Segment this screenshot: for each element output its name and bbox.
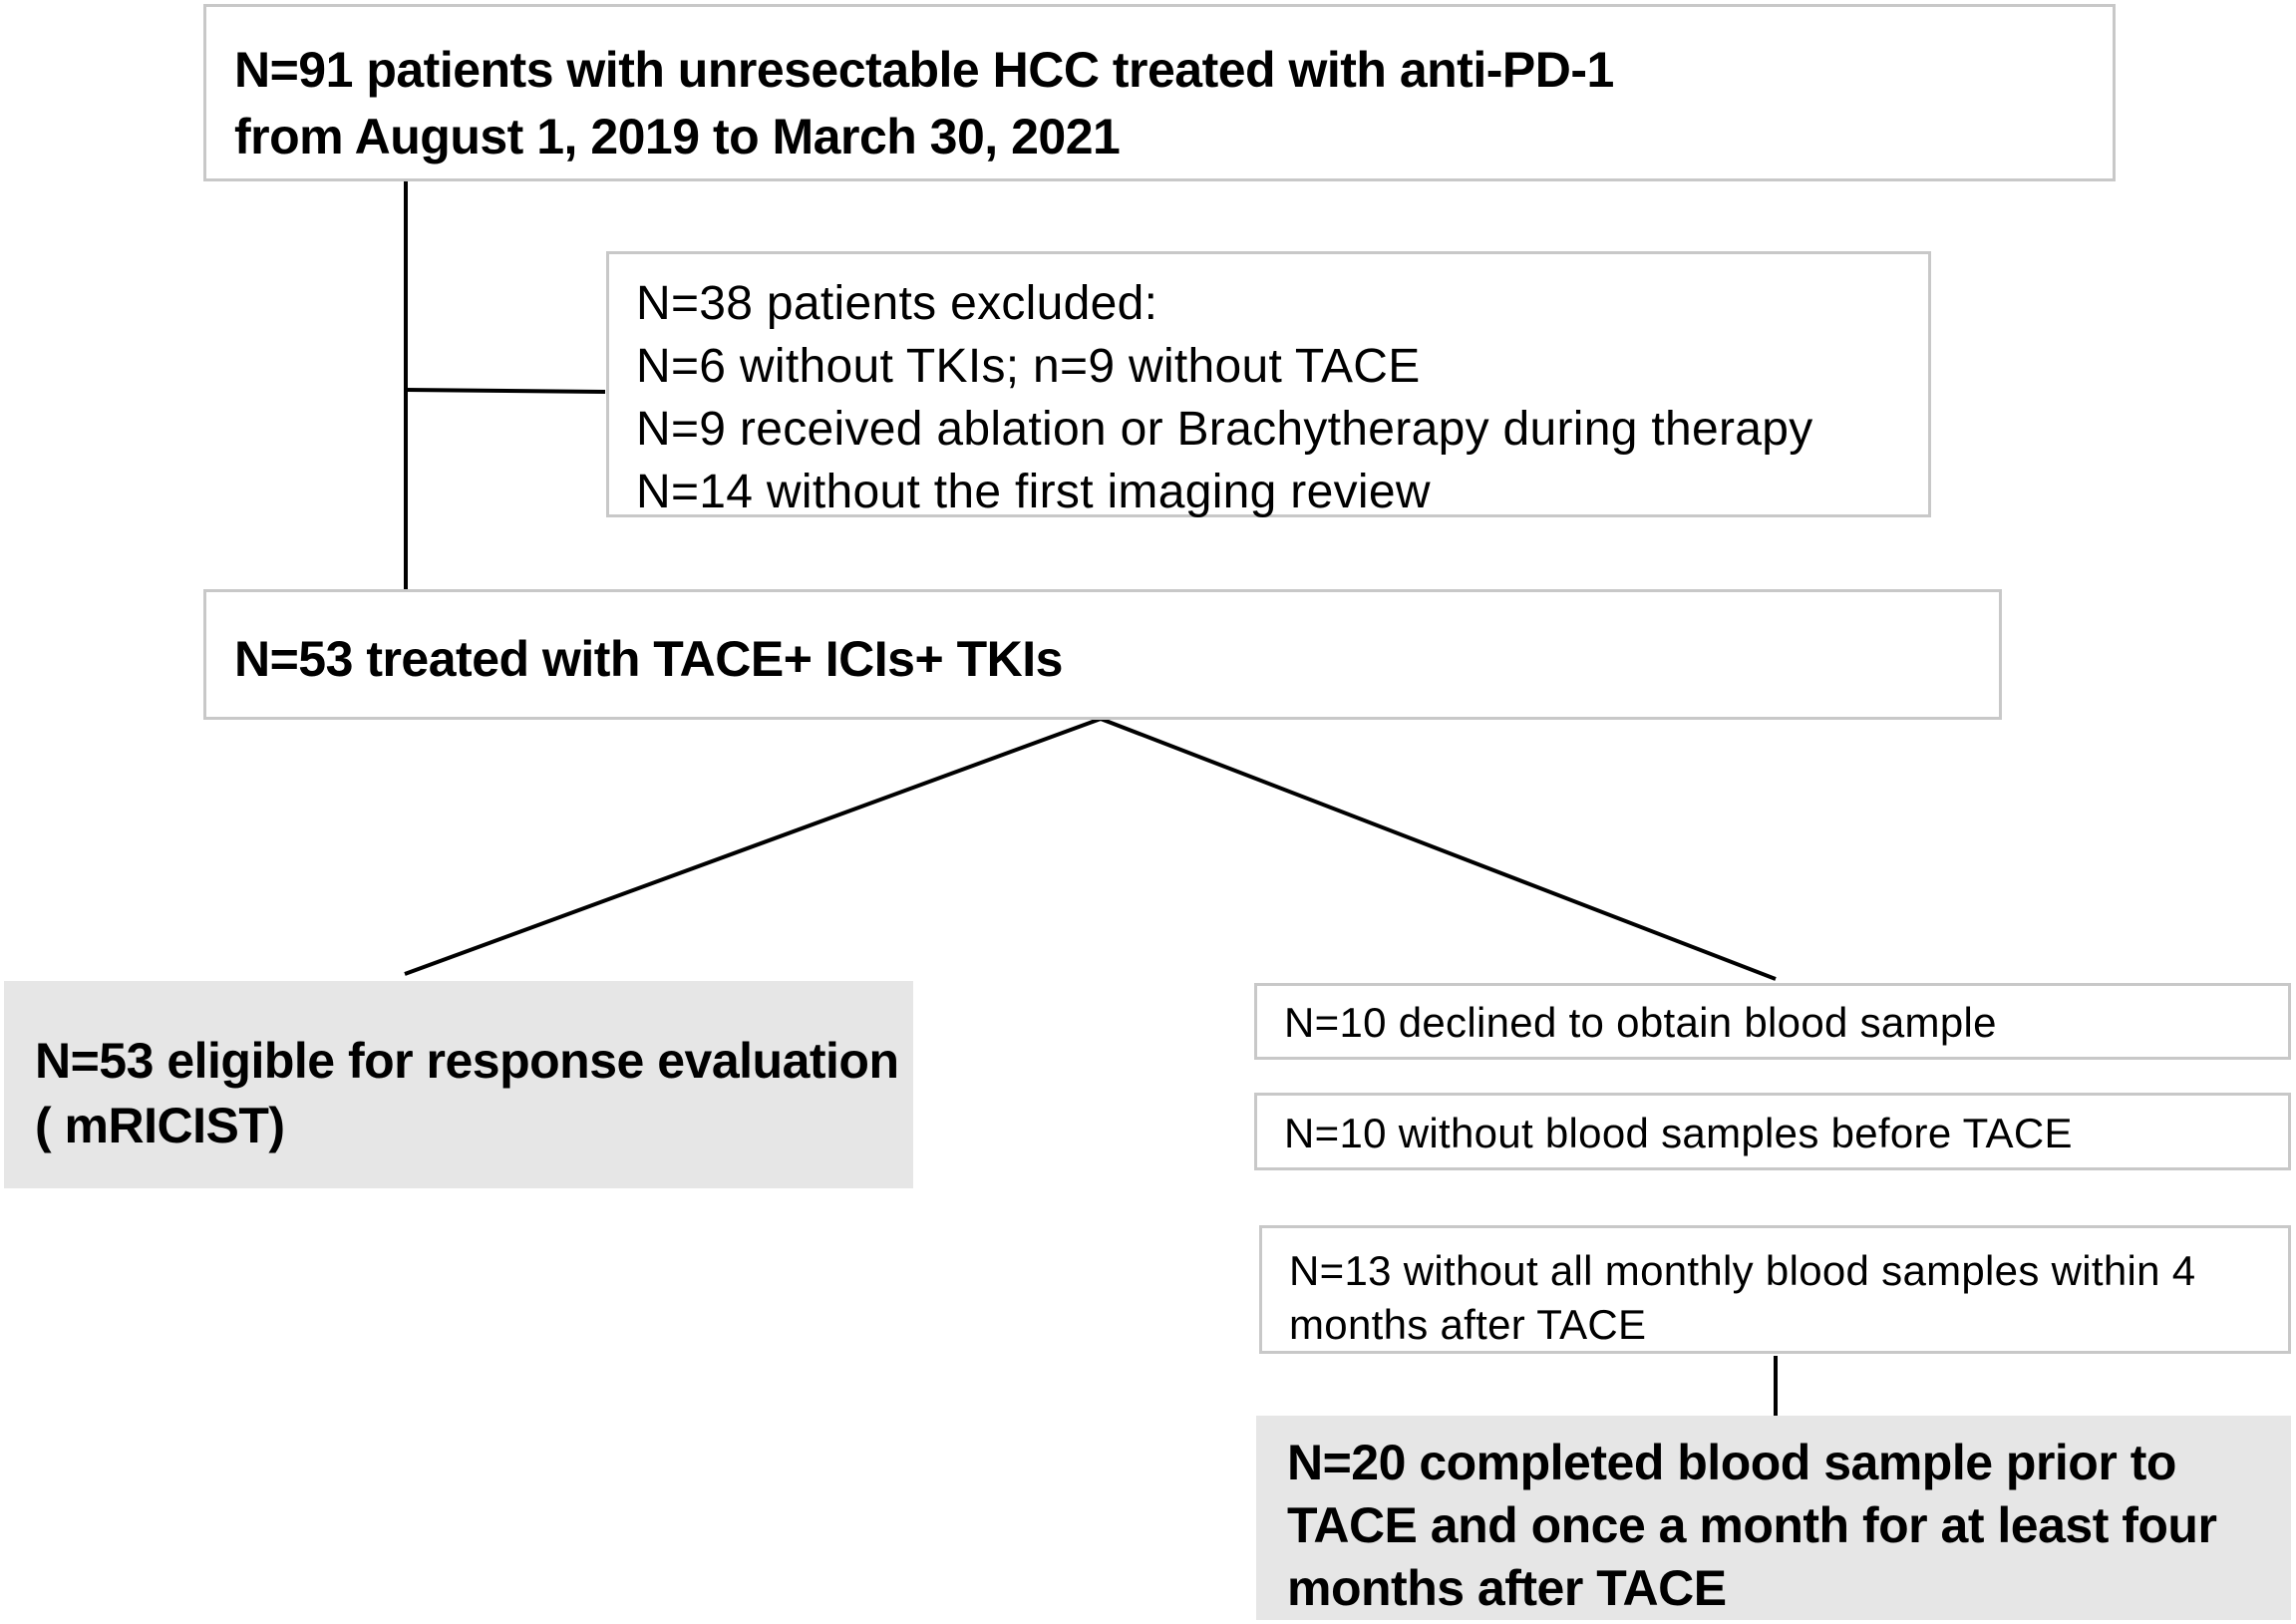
connector-branch-right [1100, 717, 1777, 981]
declined-line-1: N=10 declined to obtain blood sample [1284, 999, 1997, 1046]
eligible-box: N=53 eligible for response evaluation ( … [4, 981, 913, 1188]
eligible-line-1: N=53 eligible for response evaluation [35, 1033, 899, 1089]
population-line-2: from August 1, 2019 to March 30, 2021 [234, 109, 1121, 164]
population-line-1: N=91 patients with unresectable HCC trea… [234, 42, 1614, 98]
declined-box: N=10 declined to obtain blood sample [1254, 983, 2291, 1060]
completed-box: N=20 completed blood sample prior to TAC… [1256, 1416, 2291, 1620]
connector-branch-left [404, 717, 1102, 976]
completed-line-1: N=20 completed blood sample prior to [1287, 1435, 2176, 1490]
no-before-line-1: N=10 without blood samples before TACE [1284, 1110, 2073, 1156]
completed-line-3: months after TACE [1287, 1560, 1727, 1616]
connector-to-excluded [405, 388, 606, 394]
population-box: N=91 patients with unresectable HCC trea… [203, 4, 2116, 181]
excluded-line-1: N=38 patients excluded: [636, 277, 1158, 330]
treated-line-1: N=53 treated with TACE+ ICIs+ TKIs [234, 631, 1063, 687]
treated-box: N=53 treated with TACE+ ICIs+ TKIs [203, 589, 2002, 720]
eligible-line-2: ( mRICIST) [35, 1098, 285, 1153]
excluded-line-4: N=14 without the first imaging review [636, 466, 1431, 518]
excluded-line-3: N=9 received ablation or Brachytherapy d… [636, 403, 1813, 456]
no-before-box: N=10 without blood samples before TACE [1254, 1093, 2291, 1170]
completed-line-2: TACE and once a month for at least four [1287, 1497, 2217, 1553]
excluded-line-2: N=6 without TKIs; n=9 without TACE [636, 340, 1421, 393]
no-monthly-line-1: N=13 without all monthly blood samples w… [1289, 1247, 2196, 1294]
no-monthly-line-2: months after TACE [1289, 1301, 1647, 1348]
no-monthly-box: N=13 without all monthly blood samples w… [1259, 1225, 2291, 1354]
excluded-box: N=38 patients excluded: N=6 without TKIs… [606, 251, 1931, 518]
